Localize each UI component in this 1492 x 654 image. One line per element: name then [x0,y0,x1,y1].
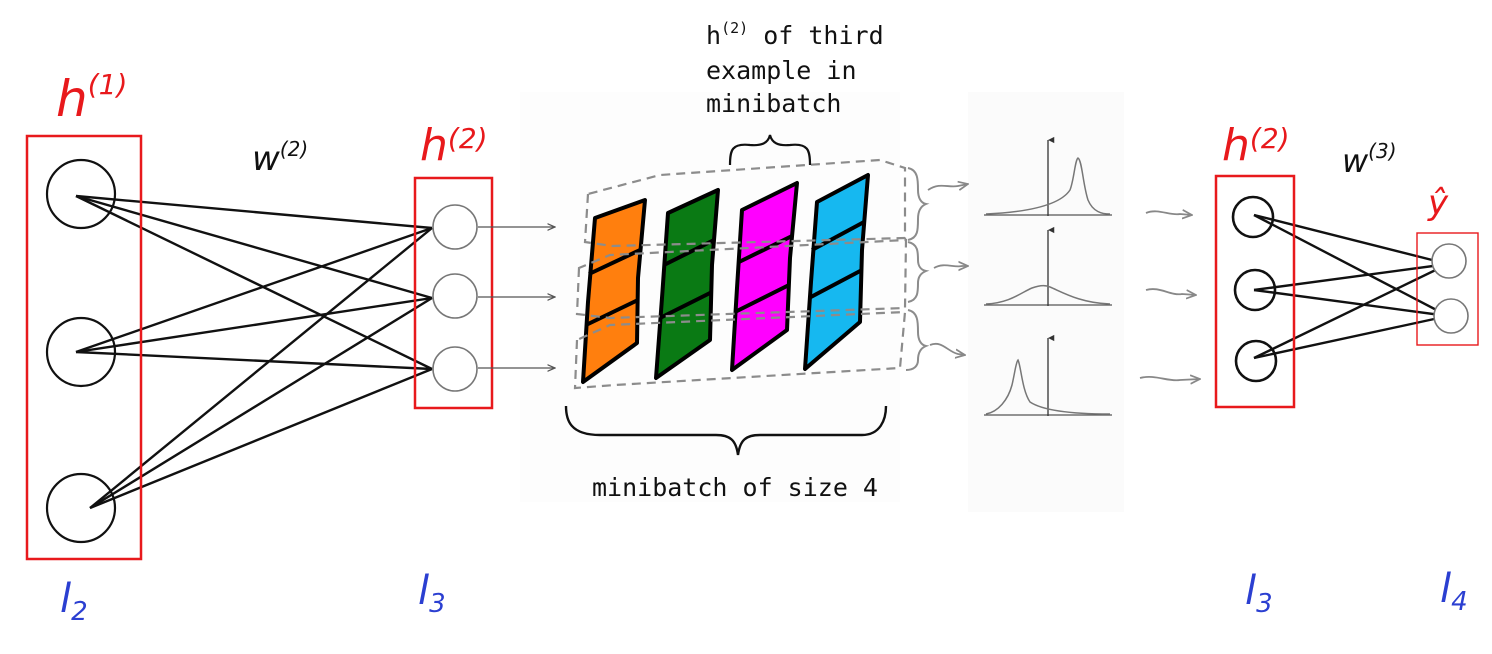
arrows-to-right-network [1139,211,1200,380]
minibatch-columns [581,173,870,384]
distribution-2 [984,226,1112,306]
annotation-line-3: minibatch [706,89,841,118]
band-braces [905,167,930,371]
layer-l2-box [25,134,143,561]
neuron-l3-1 [432,204,478,250]
label-l3-left: l3 [418,568,446,619]
neuron-l2-3 [45,472,117,544]
minibatch-brace [564,405,888,456]
layer-l3-right-box [1214,174,1296,409]
neuron-l2-2 [45,316,117,388]
neuron-l2-1 [45,158,117,230]
arrows-to-minibatch [478,227,555,368]
label-yhat: ŷ [1427,183,1449,223]
neuron-l3-3 [432,346,478,392]
label-h1: h(1) [56,68,127,128]
label-w2: w(2) [252,137,308,179]
feature-bands [573,158,908,390]
label-h2-left: h(2) [420,120,488,171]
distribution-1 [984,136,1112,216]
layer-l3-box [413,176,494,410]
label-w3: w(3) [1342,139,1397,180]
neuron-l4-2 [1433,298,1469,334]
neuron-l3-2 [432,273,478,319]
label-l3-right: l3 [1245,568,1273,619]
neuron-l3r-3 [1234,339,1278,383]
neuron-l4-1 [1431,243,1467,279]
label-l2: l2 [60,576,88,627]
connections-l3-l4 [1253,213,1449,360]
distribution-panel [968,92,1124,512]
minibatch-label: minibatch of size 4 [592,473,878,502]
annotation-brace [728,134,812,166]
column-example-3 [730,181,799,372]
arrows-to-distributions [927,184,968,355]
layer-l4-box [1416,232,1479,346]
label-l4: l4 [1440,566,1468,617]
connections-l2-l3 [75,194,433,510]
neuron-l3r-2 [1233,268,1277,312]
label-h2-right: h(2) [1222,120,1290,171]
annotation-line-1: h(2) of third [706,19,884,50]
distribution-3 [984,334,1112,416]
neuron-l3r-1 [1231,195,1275,239]
annotation-line-2: example in [706,56,857,85]
